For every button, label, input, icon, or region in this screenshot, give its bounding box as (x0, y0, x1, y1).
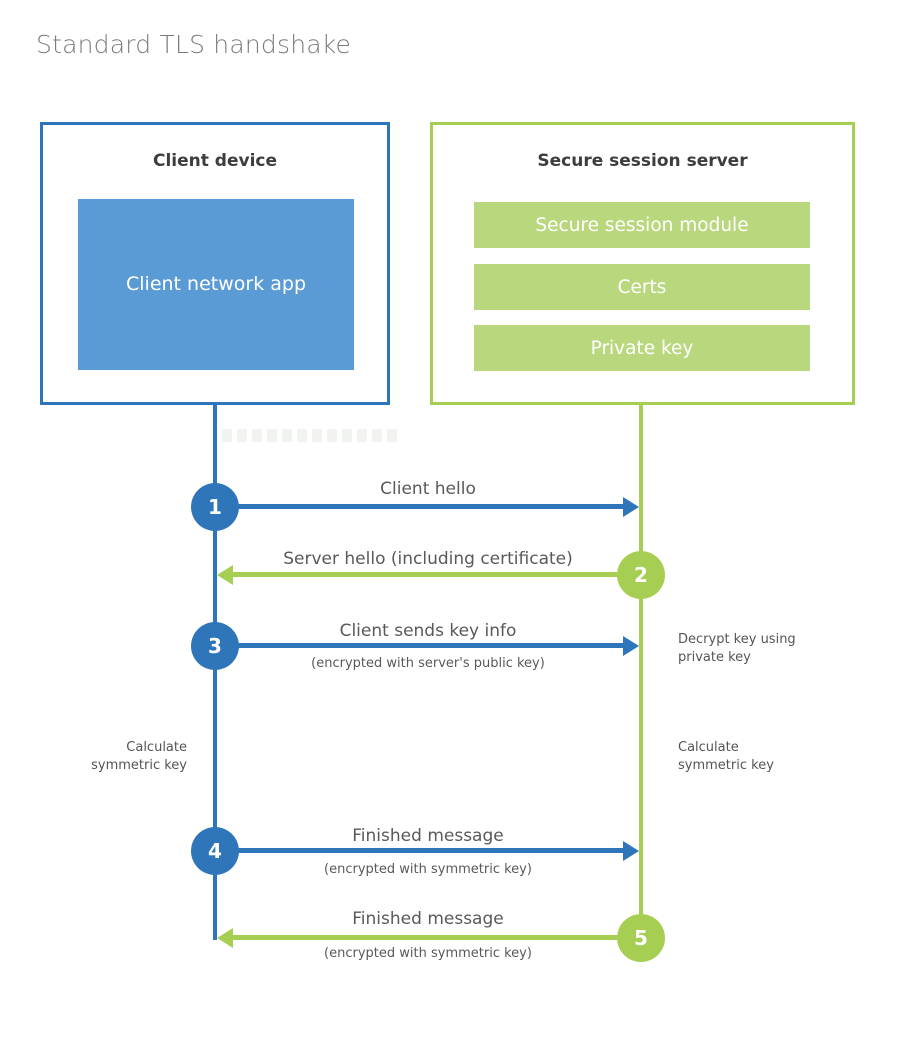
step5-number: 5 (634, 926, 648, 950)
step5-sublabel: (encrypted with symmetric key) (324, 946, 532, 961)
step3-label: Client sends key info (339, 621, 517, 641)
step3-arrowhead-right-icon (623, 636, 639, 656)
client-network-app-box: Client network app (78, 199, 354, 370)
client-device-box: Client device Client network app (40, 122, 390, 405)
step2-label: Server hello (including certificate) (283, 549, 573, 569)
step2-number: 2 (634, 563, 648, 587)
step2-arrowhead-left-icon (217, 565, 233, 585)
step3-badge: 3 (191, 622, 239, 670)
step5-arrowhead-left-icon (217, 928, 233, 948)
step2-badge: 2 (617, 551, 665, 599)
decrypt-key-note: Decrypt key using private key (678, 632, 796, 665)
client-lifeline (213, 405, 217, 940)
step4-label: Finished message (352, 826, 504, 846)
server-module-bar: Secure session module (474, 202, 810, 248)
client-device-title: Client device (152, 151, 278, 171)
server-title: Secure session server (537, 151, 748, 171)
step4-number: 4 (208, 839, 222, 863)
step4-badge: 4 (191, 827, 239, 875)
faint-dashed-artifact (222, 429, 400, 442)
step3-arrow-shaft (215, 643, 625, 648)
step1-badge: 1 (191, 483, 239, 531)
client-network-app-label: Client network app (126, 272, 307, 295)
secure-session-server-box: Secure session server Secure session mod… (430, 122, 855, 405)
step4-arrow-shaft (215, 848, 625, 853)
step1-label: Client hello (380, 479, 476, 499)
step1-arrow-shaft (215, 504, 625, 509)
step2-arrow-shaft (231, 572, 617, 577)
step4-arrowhead-right-icon (623, 841, 639, 861)
step5-badge: 5 (617, 914, 665, 962)
calculate-symmetric-key-client-note: Calculate symmetric key (91, 740, 187, 773)
step1-arrowhead-right-icon (623, 497, 639, 517)
step3-sublabel: (encrypted with server's public key) (311, 656, 545, 671)
step3-number: 3 (208, 634, 222, 658)
step1-number: 1 (208, 495, 222, 519)
step5-label: Finished message (352, 909, 504, 929)
server-private-key-bar: Private key (474, 325, 810, 371)
page-title: Standard TLS handshake (36, 30, 352, 59)
server-lifeline (639, 405, 643, 938)
step4-sublabel: (encrypted with symmetric key) (324, 862, 532, 877)
step5-arrow-shaft (231, 935, 617, 940)
calculate-symmetric-key-server-note: Calculate symmetric key (678, 740, 774, 773)
server-certs-bar: Certs (474, 264, 810, 310)
